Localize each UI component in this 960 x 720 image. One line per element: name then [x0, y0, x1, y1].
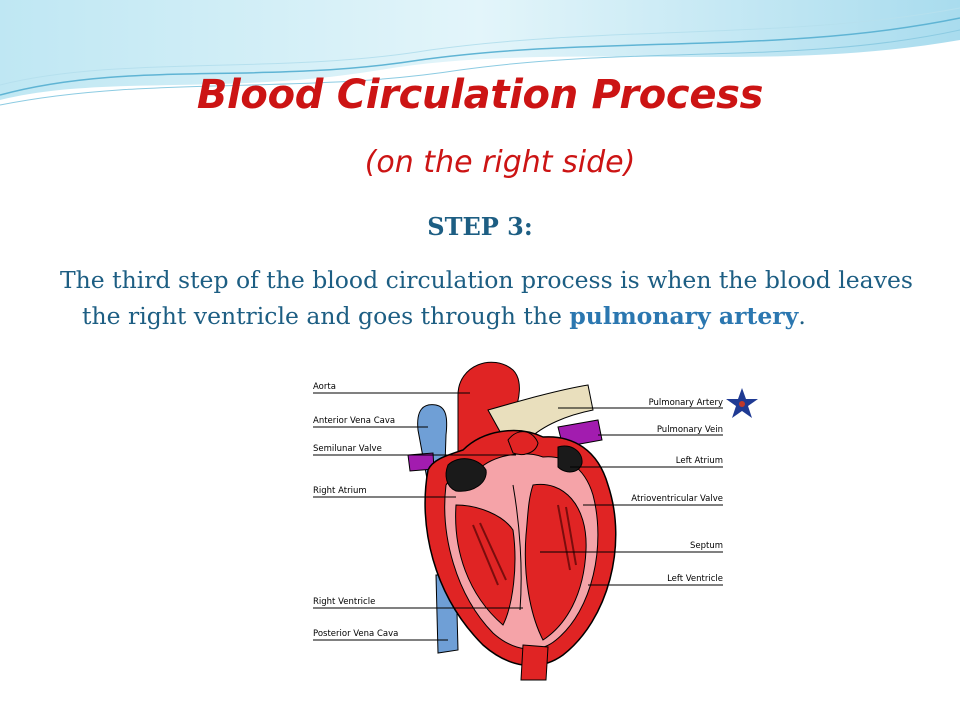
label-pulmonary-artery: Pulmonary Artery [649, 398, 723, 408]
label-semilunar-valve: Semilunar Valve [313, 444, 382, 454]
header-wave-decoration [0, 0, 960, 106]
left-atrium-shape [557, 445, 583, 473]
label-posterior-vena-cava: Posterior Vena Cava [313, 629, 398, 639]
slide-subtitle: (on the right side) [364, 145, 636, 180]
heart-diagram: Aorta Anterior Vena Cava Semilunar Valve… [313, 361, 723, 681]
star-icon [726, 388, 758, 418]
septum-shape [512, 484, 522, 611]
label-septum: Septum [690, 541, 723, 551]
label-right-atrium: Right Atrium [313, 486, 367, 496]
label-left-ventricle: Left Ventricle [667, 574, 723, 584]
chordae-shape [472, 504, 577, 586]
step-description-text: The third step of the blood circulation … [60, 266, 913, 330]
right-ventricle-shape [455, 504, 516, 626]
right-atrium-shape [445, 458, 487, 492]
descending-aorta-shape [520, 644, 549, 681]
semilunar-valve-shape [507, 431, 539, 456]
pulmonary-artery-highlight: pulmonary artery [569, 302, 799, 330]
label-right-ventricle: Right Ventricle [313, 597, 375, 607]
leader-lines [313, 392, 723, 641]
step-description: The third step of the blood circulation … [60, 262, 922, 334]
label-pulmonary-vein: Pulmonary Vein [657, 425, 723, 435]
label-anterior-vena-cava: Anterior Vena Cava [313, 416, 395, 426]
label-left-atrium: Left Atrium [676, 456, 723, 466]
step-label: STEP 3: [427, 212, 533, 241]
left-ventricle-shape [524, 483, 587, 641]
label-atrioventricular-valve: Atrioventricular Valve [631, 494, 723, 504]
slide-title: Blood Circulation Process [196, 72, 764, 118]
label-aorta: Aorta [313, 382, 336, 392]
step-description-end: . [798, 302, 806, 330]
